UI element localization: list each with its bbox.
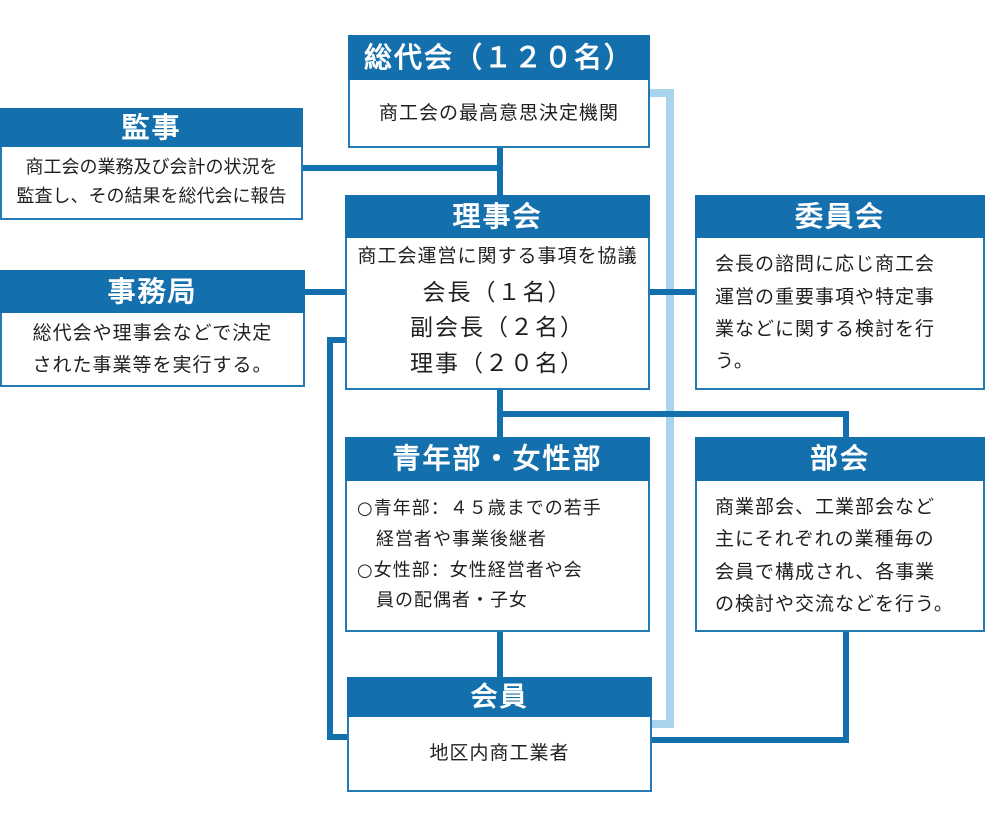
box-body-sectional-meetings: 商業部会、工業部会など 主にそれぞれの業種毎の 会員で構成され、各事業 の検討や… (695, 481, 985, 632)
box-body-youth-womens-division: ○青年部：４５歳までの若手 経営者や事業後継者 ○女性部：女性経営者や会 員の配… (345, 481, 650, 632)
connector-rijikai-bukai-horizontal (497, 411, 849, 417)
connector-rijikai-bukai-vertical (843, 411, 849, 437)
box-title-members: 会員 (347, 677, 652, 717)
connector-rijikai-kaiin-elbow (327, 734, 347, 740)
box-title-committee: 委員会 (695, 195, 985, 238)
connector-soudaikai-kaiin-elbow (652, 720, 674, 728)
connector-soudaikai-kaiin-stub (650, 89, 674, 97)
org-box-sectional-meetings: 部会 商業部会、工業部会など 主にそれぞれの業種毎の 会員で構成され、各事業 の… (695, 437, 985, 632)
connector-jimukyoku-rijikai (303, 289, 347, 295)
box-title-board-of-directors: 理事会 (345, 195, 650, 238)
box-body-members: 地区内商工業者 (347, 717, 652, 792)
org-box-committee: 委員会 会長の諮問に応じ商工会 運営の重要事項や特定事 業などに関する検討を行 … (695, 195, 985, 390)
org-box-youth-womens-division: 青年部・女性部 ○青年部：４５歳までの若手 経営者や事業後継者 ○女性部：女性経… (345, 437, 650, 632)
connector-seinenbu-kaiin (497, 632, 503, 677)
connector-rijikai-kaiin-stub (327, 337, 345, 343)
org-box-board-of-directors: 理事会 商工会運営に関する事項を協議 会長（１名） 副会長（２名） 理事（２０名… (345, 195, 650, 390)
org-box-members: 会員 地区内商工業者 (347, 677, 652, 792)
box-title-general-assembly: 総代会（１２０名） (348, 35, 650, 80)
org-box-auditors: 監事 商工会の業務及び会計の状況を 監査し、その結果を総代会に報告 (0, 108, 303, 220)
connector-bukai-kaiin-vertical (843, 632, 849, 743)
box-body-auditors: 商工会の業務及び会計の状況を 監査し、その結果を総代会に報告 (0, 147, 303, 220)
connector-rijikai-iinkai (650, 289, 695, 295)
org-box-general-assembly: 総代会（１２０名） 商工会の最高意思決定機関 (348, 35, 650, 148)
box-body-secretariat: 総代会や理事会などで決定 された事業等を実行する。 (0, 313, 305, 387)
box-title-sectional-meetings: 部会 (695, 437, 985, 481)
connector-soudaikai-kaiin-vertical (666, 89, 674, 728)
connector-rijikai-kaiin-vertical (327, 337, 333, 740)
org-box-secretariat: 事務局 総代会や理事会などで決定 された事業等を実行する。 (0, 270, 305, 387)
connector-kanji-trunk (302, 165, 503, 171)
box-title-youth-womens-division: 青年部・女性部 (345, 437, 650, 481)
box-body-board-of-directors: 商工会運営に関する事項を協議 会長（１名） 副会長（２名） 理事（２０名） (345, 238, 650, 390)
connector-bukai-kaiin-horizontal (652, 737, 849, 743)
board-description: 商工会運営に関する事項を協議 (357, 245, 638, 268)
box-body-general-assembly: 商工会の最高意思決定機関 (348, 80, 650, 148)
board-roles: 会長（１名） 副会長（２名） 理事（２０名） (410, 279, 585, 378)
connector-soudaikai-rijikai (497, 146, 503, 196)
box-title-auditors: 監事 (0, 108, 303, 147)
box-body-committee: 会長の諮問に応じ商工会 運営の重要事項や特定事 業などに関する検討を行 う。 (695, 238, 985, 390)
box-title-secretariat: 事務局 (0, 270, 305, 313)
